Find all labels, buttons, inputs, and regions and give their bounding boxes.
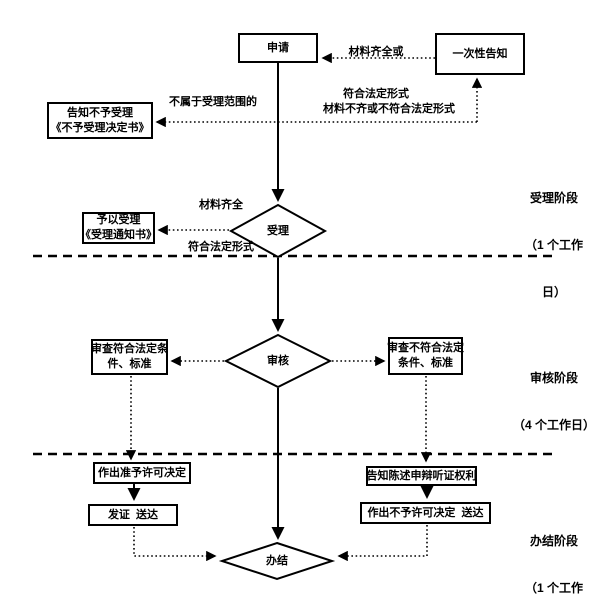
node-review-fail-line1: 审查不符合法定 bbox=[387, 342, 464, 355]
node-one-time-notice-label: 一次性告知 bbox=[452, 47, 508, 60]
node-one-time-notice: 一次性告知 bbox=[435, 33, 525, 75]
accept-diamond bbox=[228, 203, 328, 259]
node-notify-rejection-line1: 告知不予受理 bbox=[67, 106, 133, 119]
node-notify-rejection: 告知不予受理 《不予受理决定书》 bbox=[47, 102, 153, 139]
stage1-line3: 日） bbox=[541, 284, 566, 299]
node-deny-permit: 作出不予许可决定 送达 bbox=[360, 502, 491, 524]
stage2-line1: 审核阶段 bbox=[529, 371, 578, 386]
stage1-line2: （1 个工作 bbox=[524, 237, 583, 252]
node-apply-label: 申请 bbox=[267, 41, 289, 54]
node-review-pass-line2: 件、标准 bbox=[107, 358, 152, 370]
stage-label-review: 审核阶段 （4 个工作日） bbox=[505, 340, 603, 465]
review-diamond-label: 审核 bbox=[267, 355, 289, 367]
node-grant-permit: 作出准予许可决定 bbox=[93, 462, 191, 484]
node-grant-accept: 予以受理 《受理通知书》 bbox=[80, 212, 157, 244]
stage2-line2: （4 个工作日） bbox=[512, 417, 595, 432]
edge-issue-to-complete-dotted bbox=[133, 527, 217, 562]
node-grant-accept-line2: 《受理通知书》 bbox=[80, 229, 157, 241]
node-review-fail: 审查不符合法定 条件、标准 bbox=[387, 337, 464, 375]
edge-deny-to-complete-dotted bbox=[337, 525, 428, 562]
edge-label-materials-incomplete: 材料不齐或不符合法定形式 bbox=[323, 103, 455, 115]
accept-diamond-label: 受理 bbox=[267, 225, 289, 237]
node-issue-deliver: 发证 送达 bbox=[88, 504, 178, 526]
stage-label-acceptance: 受理阶段 （1 个工作 日） bbox=[510, 160, 598, 332]
edge-label-materials-complete-mid: 材料齐全 符合法定形式 bbox=[176, 169, 266, 283]
node-grant-accept-line1: 予以受理 bbox=[96, 214, 141, 227]
node-deny-permit-label: 作出不予许可决定 送达 bbox=[367, 506, 484, 519]
stage1-line1: 受理阶段 bbox=[529, 191, 578, 206]
stage3-line2: （1 个工作 bbox=[524, 580, 583, 595]
node-issue-deliver-label: 发证 送达 bbox=[107, 508, 159, 521]
edge-label-materials-complete-mid-line2: 符合法定形式 bbox=[188, 241, 254, 254]
complete-diamond bbox=[218, 541, 336, 581]
edge-label-materials-complete-top: 材料齐全或 符合法定形式 bbox=[322, 16, 430, 130]
stage3-line1: 办结阶段 bbox=[529, 534, 578, 549]
edge-label-materials-complete-top-line2: 符合法定形式 bbox=[343, 88, 409, 101]
node-review-pass: 审查符合法定条 件、标准 bbox=[91, 339, 168, 375]
node-notify-rights: 告知陈述申辩听证权利 bbox=[366, 466, 477, 486]
stage-label-completion: 办结阶段 （1 个工作 日） bbox=[510, 503, 598, 599]
node-notify-rights-label: 告知陈述申辩听证权利 bbox=[366, 469, 477, 482]
node-grant-permit-label: 作出准予许可决定 bbox=[98, 466, 186, 479]
node-review-pass-line1: 审查符合法定条 bbox=[91, 343, 168, 356]
node-notify-rejection-line2: 《不予受理决定书》 bbox=[50, 121, 150, 134]
edge-label-materials-complete-mid-line1: 材料齐全 bbox=[199, 198, 243, 211]
node-apply: 申请 bbox=[238, 33, 318, 63]
edge-label-not-in-scope: 不属于受理范围的 bbox=[169, 96, 257, 108]
complete-diamond-label: 办结 bbox=[266, 555, 288, 567]
edge-label-materials-complete-top-line1: 材料齐全或 bbox=[348, 45, 404, 58]
review-diamond bbox=[223, 333, 333, 389]
node-review-fail-line2: 条件、标准 bbox=[398, 357, 453, 369]
